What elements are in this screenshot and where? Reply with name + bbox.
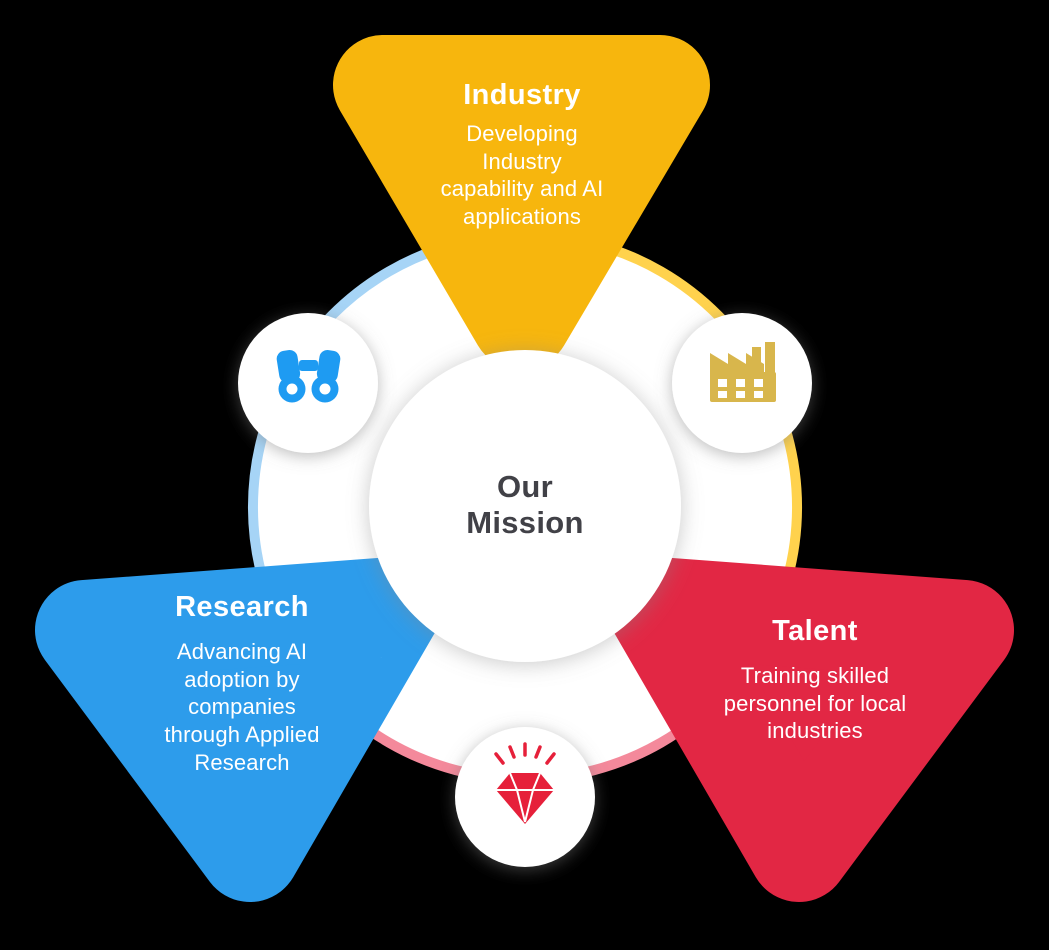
diamond-icon [494,742,556,824]
research-title: Research [175,591,309,623]
diamond-facets [496,772,554,823]
research-triangle [35,557,442,902]
industry-triangle [333,35,710,370]
binoculars-icon [276,349,341,403]
center-mission-title: Our Mission [466,469,584,541]
factory-icon [710,342,776,402]
diamond-sparkle-rays [494,742,556,765]
industry-description: Developing Industry capability and AI ap… [440,121,604,230]
industry-title: Industry [463,79,581,111]
talent-description: Training skilled personnel for local ind… [723,663,907,744]
diamond-gem [496,773,554,824]
center-circle [369,350,681,662]
talent-title: Talent [772,615,858,647]
talent-triangle [607,557,1014,902]
research-description: Advancing AI adoption by companies throu… [164,639,320,775]
research-badge-circle [238,313,378,453]
